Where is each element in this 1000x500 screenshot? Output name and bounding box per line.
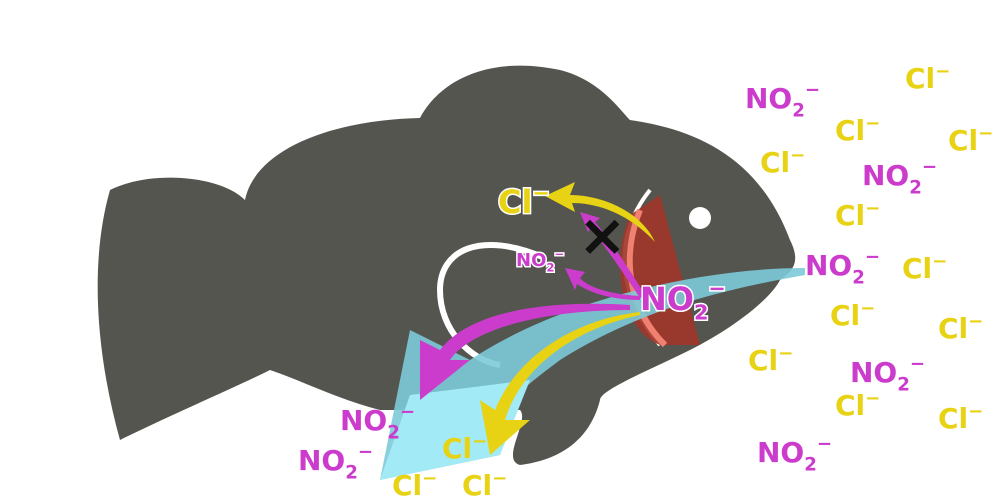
chloride-ion-label: Cl−	[902, 251, 947, 285]
nitrite-excretion-arrow	[420, 303, 630, 400]
nitrite-ion-label: NO2−	[850, 353, 925, 395]
pectoral-fin-outline	[436, 241, 547, 368]
nitrite-ion-label: NO2−	[340, 401, 415, 443]
chloride-uptake-arrow	[545, 182, 655, 242]
chloride-ion-label: Cl−	[835, 113, 880, 147]
chloride-ion-label: Cl−	[830, 298, 875, 332]
chloride-ion-label: Cl−	[938, 401, 983, 435]
nitrite-ion-label: NO2−	[862, 156, 937, 198]
nitrite-ion-label: NO2−	[745, 79, 820, 121]
chloride-ion-label: Cl−	[442, 431, 487, 465]
chloride-ion-label: Cl−	[748, 343, 793, 377]
nitrite-blocked-arrow	[580, 212, 645, 298]
chloride-ion-label: Cl−	[948, 123, 993, 157]
chloride-ion-label: Cl−	[835, 388, 880, 422]
water-outflow	[380, 380, 530, 480]
nitrite-ion-label: NO2−	[640, 277, 726, 325]
chloride-ion-label: Cl−	[462, 468, 507, 500]
nitrite-ion-label: NO2−	[757, 433, 832, 475]
nitrite-uptake-arrow	[565, 268, 640, 300]
nitrite-ion-label: NO2−	[298, 441, 373, 483]
ion-labels: NO2−Cl−Cl−Cl−NO2−Cl−Cl−NO2−Cl−Cl−Cl−Cl−N…	[298, 61, 993, 500]
chloride-ion-label: Cl−	[938, 311, 983, 345]
chloride-excretion-arrow	[480, 312, 640, 455]
nitrite-ion-label: NO2−	[516, 247, 564, 275]
chloride-ion-label: Cl−	[498, 181, 550, 221]
chloride-ion-label: Cl−	[905, 61, 950, 95]
chloride-ion-label: Cl−	[392, 468, 437, 500]
blocked-marker: ×	[578, 201, 627, 269]
fish-eye	[689, 207, 711, 229]
chloride-ion-label: Cl−	[760, 145, 805, 179]
nitrite-ion-label: NO2−	[805, 246, 880, 288]
chloride-ion-label: Cl−	[835, 198, 880, 232]
